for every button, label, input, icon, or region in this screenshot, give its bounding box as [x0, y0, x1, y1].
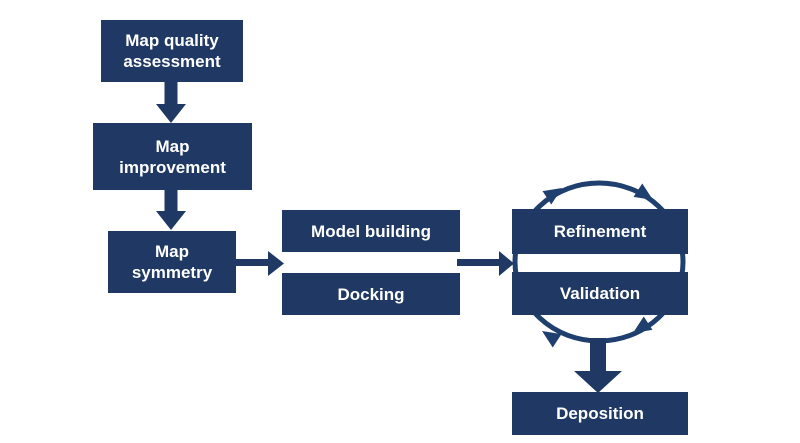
arrow-map-improvement-to-map-symmetry — [156, 190, 186, 230]
node-model-building: Model building — [282, 210, 460, 252]
node-label: Map quality — [125, 31, 219, 50]
cycle-arrowhead-bottom-right-icon — [633, 316, 653, 333]
cycle-arrowhead-top-right-icon — [633, 183, 653, 200]
node-label: improvement — [119, 157, 226, 177]
node-label: assessment — [123, 52, 221, 71]
node-label: Validation — [559, 284, 641, 303]
arrow-model-building-to-refinement — [457, 251, 514, 276]
cycle-arrowhead-bottom-left-icon — [542, 331, 562, 348]
node-refinement: Refinement — [512, 209, 688, 254]
arrow-map-symmetry-to-model-building — [236, 251, 284, 276]
node-docking: Docking — [282, 273, 460, 315]
node-map-symmetry: Map symmetry — [108, 231, 236, 293]
refinement-validation-cycle-circle — [512, 180, 686, 344]
node-map-quality-assessment: Map quality assessment — [101, 20, 243, 82]
cycle-arrowhead-top-left-icon — [542, 188, 562, 205]
arrow-map-quality-to-map-improvement — [156, 82, 186, 123]
node-label: Map — [155, 136, 190, 156]
node-label: Model building — [311, 221, 431, 241]
node-map-improvement: Map improvement — [93, 123, 252, 190]
node-validation: Validation — [512, 272, 688, 315]
node-deposition: Deposition — [512, 392, 688, 435]
node-label: Map — [155, 242, 189, 261]
node-label: symmetry — [131, 263, 213, 282]
node-label: Refinement — [553, 222, 647, 241]
arrow-validation-to-deposition — [574, 338, 622, 393]
node-label: Docking — [337, 284, 405, 304]
node-label: Deposition — [556, 404, 644, 423]
